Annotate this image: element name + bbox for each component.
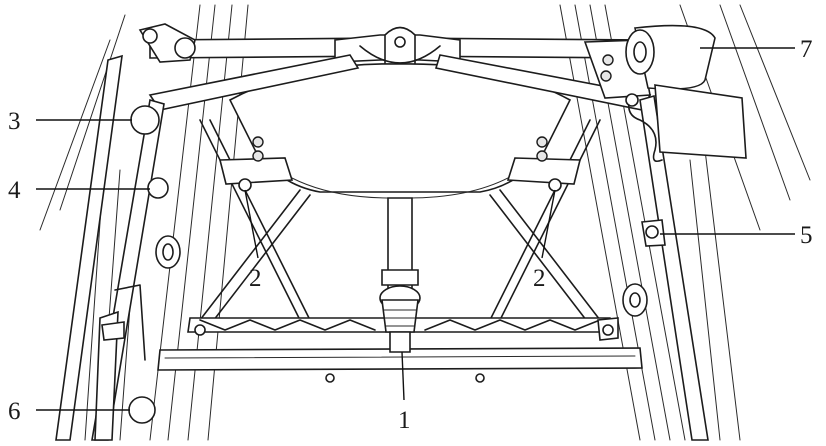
- seat-brackets: [218, 136, 582, 192]
- side-x-bracing: [199, 119, 601, 326]
- left-components: [94, 23, 206, 441]
- leader-1: [401, 351, 405, 401]
- right-components: [583, 24, 747, 341]
- callout-2-right: 2: [533, 265, 546, 292]
- callout-4: 4: [8, 177, 21, 204]
- callout-5: 5: [800, 222, 813, 249]
- leader-2b: [541, 189, 556, 259]
- leader-2a: [244, 189, 259, 259]
- callout-6: 6: [8, 398, 21, 425]
- center-joint: [379, 269, 421, 353]
- callout-2-left: 2: [249, 265, 262, 292]
- callout-7: 7: [800, 36, 813, 63]
- leader-lines: [36, 47, 795, 411]
- callout-1: 1: [398, 407, 411, 434]
- callout-3: 3: [8, 108, 21, 135]
- callout-labels: 3 4 6 7 5 2 2 1: [8, 36, 813, 434]
